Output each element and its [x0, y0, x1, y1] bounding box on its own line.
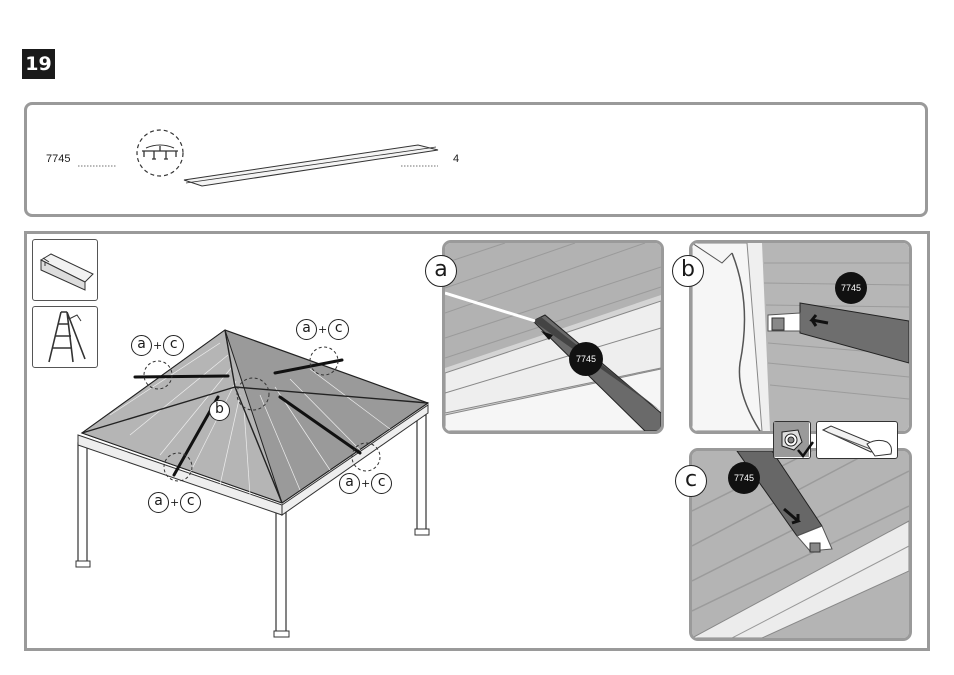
hand-slide-icon	[816, 421, 898, 459]
callout-b: b	[209, 400, 230, 421]
callout-a-plus-c-left: a+c	[131, 335, 184, 356]
detail-panel-a	[442, 240, 664, 434]
profile-rail-icon	[32, 239, 98, 301]
callout-a-plus-c-right: a+c	[339, 473, 392, 494]
profile-detail-icon	[137, 130, 183, 176]
callout-a-plus-c-top: a+c	[296, 319, 349, 340]
detail-label-b: b	[672, 255, 704, 287]
part-tag-c: 7745	[728, 462, 760, 494]
detail-panel-c	[689, 448, 912, 641]
check-icon	[795, 440, 815, 460]
part-tag-b: 7745	[835, 272, 867, 304]
detail-label-a: a	[425, 255, 457, 287]
part-code: 7745	[46, 153, 70, 165]
callout-a-plus-c-bottom: a+c	[148, 492, 201, 513]
detail-label-c: c	[675, 465, 707, 497]
part-illustration	[76, 128, 456, 192]
detail-panel-b	[689, 240, 912, 434]
step-number-badge: 19	[22, 49, 55, 79]
part-tag-a: 7745	[569, 342, 603, 376]
